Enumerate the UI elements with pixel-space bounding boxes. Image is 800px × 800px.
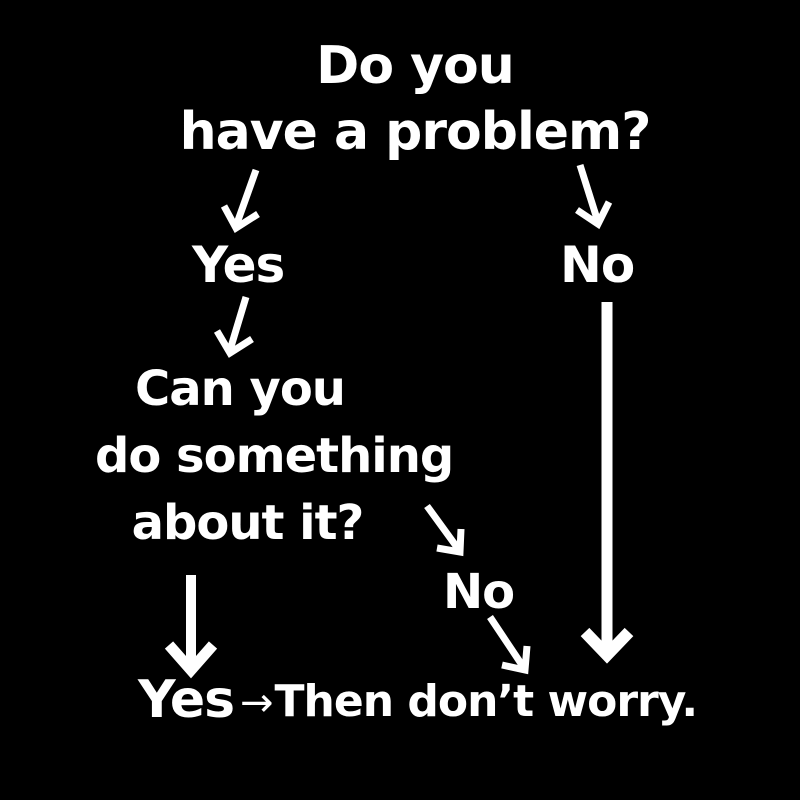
question-line: have a problem? [179,102,652,162]
question-line: do something [95,428,454,484]
answer-yes-can-do: Yes [138,670,235,730]
arrow-down-icon [164,575,218,679]
question-line: Can you [135,361,346,417]
conclusion-label: Then don’t worry. [274,676,699,727]
answer-yes-problem: Yes [192,236,285,294]
arrow-down-left-icon [220,168,260,233]
answer-no-problem: No [560,236,635,294]
arrow-down-long-icon [580,302,634,664]
arrow-down-right-icon [487,615,531,675]
question-line: about it? [131,495,365,551]
conclusion-dont-worry: →Then don’t worry. [240,680,698,726]
arrow-down-left-icon [213,295,254,358]
question-have-a-problem: Do you have a problem? [0,40,800,172]
arrow-down-right-icon [575,163,613,230]
arrow-down-right-icon [424,503,465,557]
question-line: Do you [316,36,515,96]
question-can-you-do-something: Can you do something about it? [95,365,454,566]
answer-no-can-do: No [443,564,515,620]
arrow-right-icon: → [240,680,274,726]
